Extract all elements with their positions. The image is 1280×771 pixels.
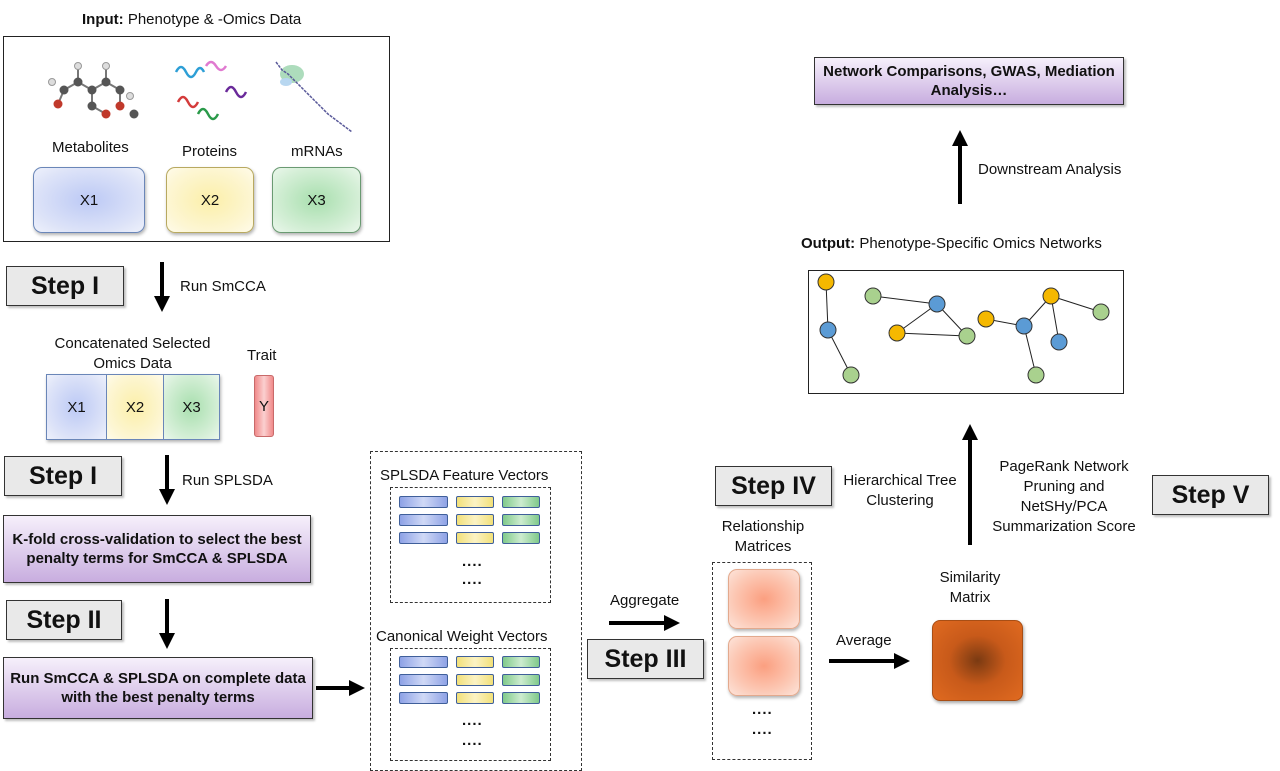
metabolite-molecule-icon bbox=[48, 62, 139, 119]
proteins-label: Proteins bbox=[182, 143, 238, 160]
canonical-vector bbox=[502, 656, 540, 668]
relationship-matrix-1 bbox=[728, 569, 800, 629]
step-2-label: Step II bbox=[6, 600, 122, 640]
canonical-weight-vectors-title: Canonical Weight Vectors bbox=[376, 628, 548, 645]
splsda-vector bbox=[399, 514, 448, 526]
concatenated-label: Concatenated Selected Omics Data bbox=[54, 335, 211, 372]
omics-network-graph bbox=[817, 273, 1110, 384]
splsda-vector bbox=[502, 496, 540, 508]
splsda-vector bbox=[456, 496, 494, 508]
concatenated-matrix: X1 X2 X3 bbox=[46, 374, 220, 440]
trait-label: Trait bbox=[247, 347, 277, 364]
network-node bbox=[1092, 303, 1110, 321]
step-5-label: Step V bbox=[1152, 475, 1269, 515]
run-splsda-label: Run SPLSDA bbox=[182, 472, 273, 489]
similarity-matrix bbox=[932, 620, 1023, 701]
concat-x3: X3 bbox=[164, 375, 219, 439]
canonical-vector bbox=[399, 656, 448, 668]
mrnas-label: mRNAs bbox=[291, 143, 343, 160]
kfold-cv-box: K-fold cross-validation to select the be… bbox=[3, 515, 311, 583]
splsda-vector bbox=[399, 532, 448, 544]
step-1-splsda-label: Step I bbox=[4, 456, 122, 496]
splsda-vector bbox=[502, 514, 540, 526]
relationship-matrix-2 bbox=[728, 636, 800, 696]
concat-x1: X1 bbox=[47, 375, 107, 439]
network-node bbox=[958, 327, 976, 345]
canonical-vectors-box bbox=[390, 648, 551, 761]
network-node bbox=[817, 273, 835, 291]
splsda-vectors-box bbox=[390, 487, 551, 603]
relationship-ellipsis-2: .... bbox=[752, 721, 773, 738]
hierarchical-clustering-label: Hierarchical Tree Clustering bbox=[843, 472, 957, 509]
network-node bbox=[888, 324, 906, 342]
canonical-vector bbox=[456, 692, 494, 704]
network-node bbox=[928, 295, 946, 313]
network-node bbox=[1050, 333, 1068, 351]
metabolites-label: Metabolites bbox=[52, 139, 129, 156]
canonical-ellipsis-2: .... bbox=[462, 732, 483, 749]
network-node bbox=[842, 366, 860, 384]
network-node bbox=[977, 310, 995, 328]
splsda-vector bbox=[399, 496, 448, 508]
proteins-icon bbox=[174, 60, 248, 121]
canonical-vector bbox=[456, 656, 494, 668]
relationship-ellipsis-1: .... bbox=[752, 701, 773, 718]
splsda-ellipsis-2: .... bbox=[462, 571, 483, 588]
average-label: Average bbox=[836, 632, 892, 649]
network-node bbox=[1027, 366, 1045, 384]
run-smcca-splsda-box: Run SmCCA & SPLSDA on complete data with… bbox=[3, 657, 313, 719]
relationship-matrices-title: Relationship Matrices bbox=[721, 518, 805, 555]
run-smcca-label: Run SmCCA bbox=[180, 278, 266, 295]
output-title: Output: Phenotype-Specific Omics Network… bbox=[801, 235, 1102, 252]
trait-y-block: Y bbox=[254, 375, 274, 437]
concat-x2: X2 bbox=[107, 375, 164, 439]
canonical-vector bbox=[399, 674, 448, 686]
x3-block: X3 bbox=[272, 167, 361, 233]
splsda-ellipsis-1: .... bbox=[462, 553, 483, 570]
step-3-label: Step III bbox=[587, 639, 704, 679]
step-1-smcca-label: Step I bbox=[6, 266, 124, 306]
canonical-vector bbox=[456, 674, 494, 686]
splsda-vector bbox=[502, 532, 540, 544]
network-node bbox=[1042, 287, 1060, 305]
splsda-vector bbox=[456, 532, 494, 544]
canonical-vector bbox=[502, 692, 540, 704]
x1-block: X1 bbox=[33, 167, 145, 233]
aggregate-label: Aggregate bbox=[610, 592, 680, 609]
network-node bbox=[819, 321, 837, 339]
x2-block: X2 bbox=[166, 167, 254, 233]
step-4-label: Step IV bbox=[715, 466, 832, 506]
network-node bbox=[1015, 317, 1033, 335]
splsda-feature-vectors-title: SPLSDA Feature Vectors bbox=[380, 467, 549, 484]
relationship-panel bbox=[712, 562, 812, 760]
pagerank-pruning-label: PageRank Network Pruning and NetSHy/PCA … bbox=[992, 458, 1136, 535]
input-title: Input: Phenotype & -Omics Data bbox=[82, 11, 302, 28]
splsda-vector bbox=[456, 514, 494, 526]
downstream-analysis-label: Downstream Analysis bbox=[978, 161, 1122, 178]
mrna-icon bbox=[275, 61, 353, 133]
canonical-vector bbox=[399, 692, 448, 704]
canonical-ellipsis-1: .... bbox=[462, 712, 483, 729]
canonical-vector bbox=[502, 674, 540, 686]
downstream-targets-box: Network Comparisons, GWAS, Mediation Ana… bbox=[814, 57, 1124, 105]
similarity-matrix-title: Similarity Matrix bbox=[939, 569, 1001, 606]
network-node bbox=[864, 287, 882, 305]
